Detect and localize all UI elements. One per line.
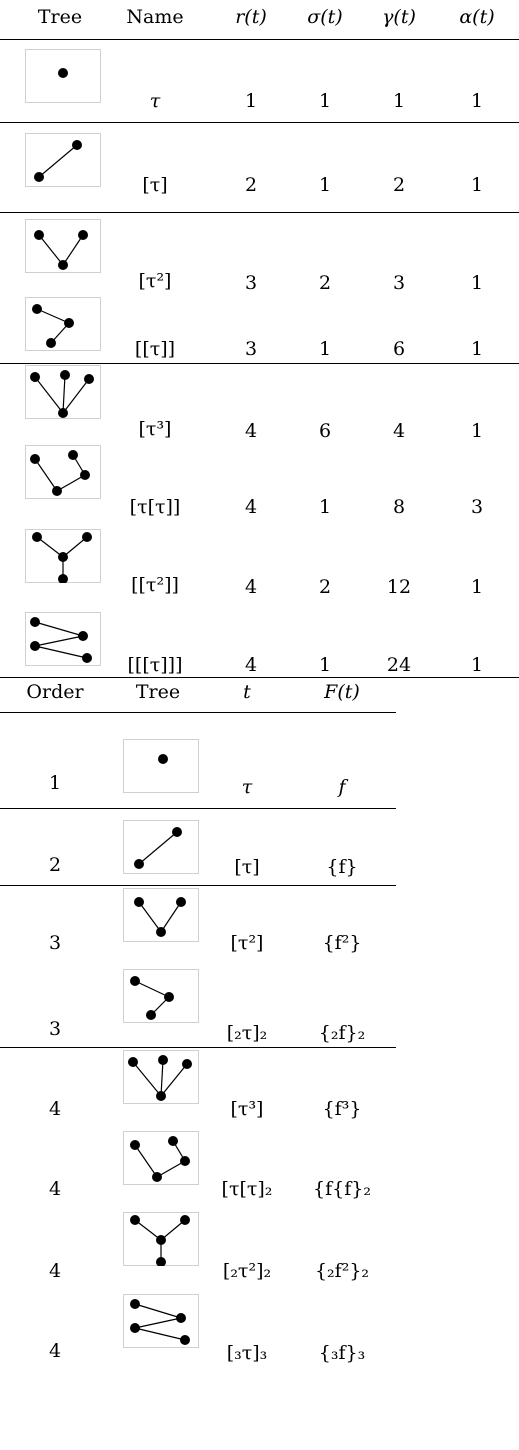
r-cell: 2: [244, 174, 258, 196]
header-tree: Tree: [135, 681, 181, 703]
t-cell: τ: [241, 776, 253, 798]
header-r: r(t): [235, 6, 267, 28]
t-cell: [τ[τ]₂: [221, 1178, 273, 1200]
name-cell: [τ²]: [138, 270, 172, 292]
alpha-cell: 3: [470, 496, 484, 518]
table-bottom-rule: [0, 677, 519, 678]
r-cell: 4: [244, 654, 258, 676]
header-gamma: γ(t): [382, 6, 416, 28]
order-cell: 4: [48, 1260, 62, 1282]
header-F: F(t): [324, 681, 360, 703]
row-rule: [0, 363, 519, 364]
F-cell: {₂f}₂: [318, 1022, 366, 1044]
gamma-cell: 3: [392, 272, 406, 294]
t-cell: [₃τ]₃: [226, 1342, 268, 1364]
t-cell: [τ²]: [230, 932, 264, 954]
order-cell: 3: [48, 932, 62, 954]
tree-diagram-bushy-2: [25, 133, 101, 187]
sigma-cell: 1: [318, 338, 332, 360]
tree-diagram-tall-4: [25, 612, 101, 666]
r-cell: 1: [244, 90, 258, 112]
gamma-cell: 6: [392, 338, 406, 360]
gamma-cell: 12: [386, 576, 412, 598]
sigma-cell: 1: [318, 654, 332, 676]
F-cell: {f³}: [322, 1098, 362, 1120]
F-cell: {f}: [326, 856, 358, 878]
tree-diagram-root: [123, 739, 199, 793]
F-cell: {₃f}₃: [318, 1342, 366, 1364]
F-cell: {₂f²}₂: [314, 1260, 370, 1282]
tree-diagram-tall-3: [25, 297, 101, 351]
sigma-cell: 2: [318, 576, 332, 598]
r-cell: 3: [244, 338, 258, 360]
F-cell: {f²}: [322, 932, 362, 954]
alpha-cell: 1: [470, 90, 484, 112]
row-rule: [0, 885, 396, 886]
r-cell: 4: [244, 420, 258, 442]
order-cell: 4: [48, 1098, 62, 1120]
name-cell: [τ[τ]]: [129, 496, 181, 518]
sigma-cell: 1: [318, 496, 332, 518]
row-rule: [0, 1047, 396, 1048]
order-cell: 4: [48, 1178, 62, 1200]
header-alpha: α(t): [459, 6, 495, 28]
gamma-cell: 24: [386, 654, 412, 676]
tree-diagram-mixed-4: [25, 445, 101, 499]
row-rule: [0, 808, 396, 809]
t-cell: [₂τ]₂: [226, 1022, 268, 1044]
header-sigma: σ(t): [307, 6, 343, 28]
name-cell: [[[τ]]]: [127, 654, 183, 676]
name-cell: τ: [149, 90, 161, 112]
r-cell: 4: [244, 576, 258, 598]
r-cell: 4: [244, 496, 258, 518]
header-order: Order: [26, 681, 84, 703]
tree-diagram-root: [25, 49, 101, 103]
F-cell: {f{f}₂: [313, 1178, 371, 1200]
sigma-cell: 1: [318, 90, 332, 112]
alpha-cell: 1: [470, 338, 484, 360]
row-rule: [0, 122, 519, 123]
gamma-cell: 1: [392, 90, 406, 112]
order-cell: 3: [48, 1018, 62, 1040]
header-tree: Tree: [37, 6, 83, 28]
header-rule: [0, 712, 396, 713]
sigma-cell: 2: [318, 272, 332, 294]
order-cell: 4: [48, 1340, 62, 1362]
alpha-cell: 1: [470, 654, 484, 676]
row-rule: [0, 212, 519, 213]
alpha-cell: 1: [470, 420, 484, 442]
sigma-cell: 6: [318, 420, 332, 442]
tree-diagram-bushy-3: [25, 219, 101, 273]
name-cell: [[τ²]]: [131, 574, 179, 596]
header-t: t: [243, 681, 251, 703]
gamma-cell: 8: [392, 496, 406, 518]
alpha-cell: 1: [470, 272, 484, 294]
name-cell: [[τ]]: [134, 338, 176, 360]
alpha-cell: 1: [470, 576, 484, 598]
tree-diagram-bushy-4: [123, 1050, 199, 1104]
F-cell: f: [338, 776, 346, 798]
gamma-cell: 2: [392, 174, 406, 196]
gamma-cell: 4: [392, 420, 406, 442]
t-cell: [τ]: [234, 856, 260, 878]
tree-diagram-fork-4: [25, 529, 101, 583]
sigma-cell: 1: [318, 174, 332, 196]
order-cell: 1: [48, 772, 62, 794]
tree-diagram-bushy-3: [123, 888, 199, 942]
header-name: Name: [126, 6, 184, 28]
tree-diagram-bushy-2: [123, 820, 199, 874]
tree-diagram-fork-4: [123, 1212, 199, 1266]
tree-diagram-tall-4: [123, 1294, 199, 1348]
tree-diagram-bushy-4: [25, 365, 101, 419]
t-cell: [₂τ²]₂: [222, 1260, 272, 1282]
order-cell: 2: [48, 854, 62, 876]
r-cell: 3: [244, 272, 258, 294]
name-cell: [τ]: [142, 174, 168, 196]
header-rule: [0, 39, 519, 40]
t-cell: [τ³]: [230, 1098, 264, 1120]
tree-diagram-tall-3: [123, 969, 199, 1023]
alpha-cell: 1: [470, 174, 484, 196]
tree-diagram-mixed-4: [123, 1131, 199, 1185]
name-cell: [τ³]: [138, 418, 172, 440]
